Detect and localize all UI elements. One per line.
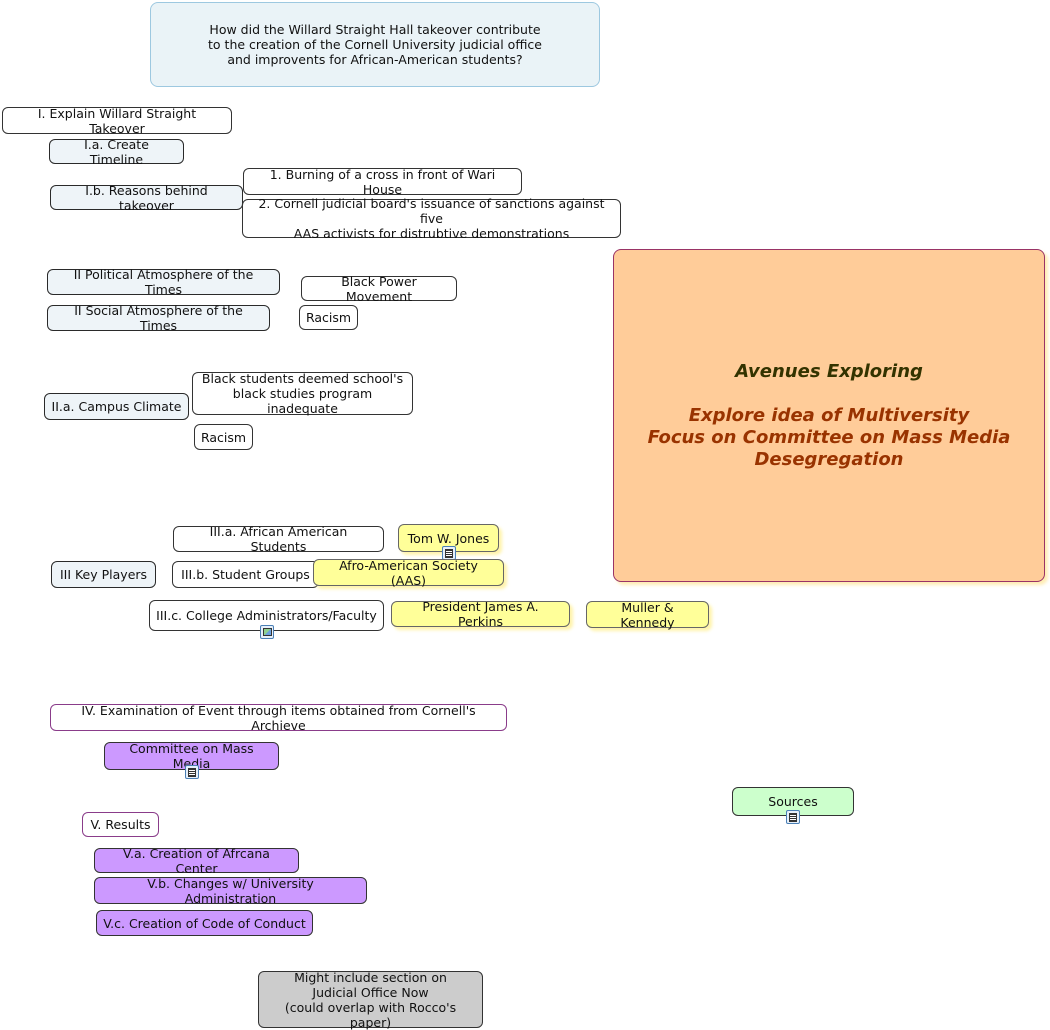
image-icon-glyph (262, 628, 272, 636)
node-aas[interactable]: Afro-American Society (AAS) (313, 558, 504, 588)
node-black-power[interactable]: Black Power Movement (301, 274, 457, 304)
node-perkins[interactable]: President James A. Perkins (391, 599, 570, 629)
node-reason-1[interactable]: 1. Burning of a cross in front of Wari H… (243, 167, 522, 197)
node-ia-create-timeline[interactable]: I.a. Create Timeline (49, 137, 184, 167)
avenues-exploring-details: Explore idea of Multiversity Focus on Co… (647, 404, 1011, 470)
node-black-students[interactable]: Black students deemed school's black stu… (192, 371, 413, 416)
node-iiib-student-groups[interactable]: III.b. Student Groups (172, 561, 319, 588)
node-muller-kennedy[interactable]: Muller & Kennedy (586, 600, 709, 630)
node-racism-1[interactable]: Racism (299, 305, 358, 330)
node-committee-mass-media[interactable]: Committee on Mass Media (104, 741, 279, 771)
node-ii-political[interactable]: II Political Atmosphere of the Times (47, 267, 280, 297)
node-reason-2[interactable]: 2. Cornell judicial board's issuance of … (242, 196, 621, 241)
node-might-include[interactable]: Might include section on Judicial Office… (258, 970, 483, 1030)
node-iii-key-players[interactable]: III Key Players (51, 561, 156, 588)
note-icon[interactable] (786, 810, 800, 824)
central-question[interactable]: How did the Willard Straight Hall takeov… (150, 2, 600, 87)
node-vb-university-admin[interactable]: V.b. Changes w/ University Administratio… (94, 876, 367, 906)
node-ii-social[interactable]: II Social Atmosphere of the Times (47, 303, 270, 333)
note-icon[interactable] (185, 765, 199, 779)
node-iv-examination[interactable]: IV. Examination of Event through items o… (50, 703, 507, 733)
node-iia-campus-climate[interactable]: II.a. Campus Climate (44, 393, 189, 420)
note-icon-glyph (789, 812, 797, 822)
image-icon[interactable] (260, 625, 274, 639)
node-va-afrcana-center[interactable]: V.a. Creation of Afrcana Center (94, 846, 299, 876)
note-icon-glyph (445, 548, 453, 558)
node-iiia-students[interactable]: III.a. African American Students (173, 524, 384, 554)
node-v-results[interactable]: V. Results (82, 812, 159, 837)
note-icon[interactable] (442, 546, 456, 560)
node-vc-code-of-conduct[interactable]: V.c. Creation of Code of Conduct (96, 910, 313, 936)
note-icon-glyph (188, 767, 196, 777)
avenues-exploring-box[interactable]: Avenues Exploring Explore idea of Multiv… (613, 249, 1045, 582)
avenues-exploring-title: Avenues Exploring (735, 360, 923, 382)
node-i-explain-takeover[interactable]: I. Explain Willard Straight Takeover (2, 106, 232, 136)
node-ib-reasons[interactable]: I.b. Reasons behind takeover (50, 183, 243, 213)
node-racism-2[interactable]: Racism (194, 424, 253, 450)
